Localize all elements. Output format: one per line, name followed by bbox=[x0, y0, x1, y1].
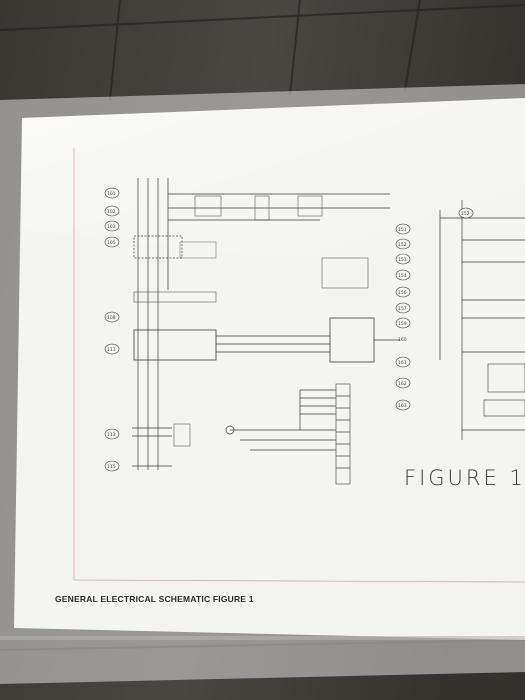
figure-label: FIGURE 1 bbox=[404, 466, 525, 490]
ref-151: 151 bbox=[398, 227, 407, 233]
ref-103: 103 bbox=[107, 224, 116, 230]
middle-ref-labels: 151 152 153 154 156 157 159 160 161 162 … bbox=[398, 211, 470, 409]
schematic-caption: GENERAL ELECTRICAL SCHEMATIC FIGURE 1 bbox=[55, 594, 254, 604]
left-ref-labels: 101 102 103 105 108 111 113 115 bbox=[107, 191, 116, 470]
sleeve-bottom-edge bbox=[0, 636, 525, 640]
schematic-right bbox=[439, 200, 525, 440]
ref-162: 162 bbox=[398, 381, 407, 387]
ref-152: 152 bbox=[398, 242, 407, 248]
middle-ref-bubbles bbox=[395, 207, 474, 411]
ref-157: 157 bbox=[398, 306, 407, 312]
ref-113: 113 bbox=[107, 432, 116, 438]
ref-160: 160 bbox=[398, 337, 407, 343]
ref-111: 111 bbox=[107, 347, 116, 353]
drawing-border bbox=[73, 148, 525, 583]
schematic-left bbox=[132, 178, 400, 485]
ref-163: 163 bbox=[398, 403, 407, 409]
ref-154: 154 bbox=[398, 273, 407, 279]
ref-115: 115 bbox=[107, 464, 116, 470]
ref-156: 156 bbox=[398, 290, 407, 296]
ref-153: 153 bbox=[398, 257, 407, 263]
ref-top-right: 152 bbox=[461, 211, 470, 217]
ref-105: 105 bbox=[107, 240, 116, 246]
ref-102: 102 bbox=[107, 209, 116, 215]
ref-101: 101 bbox=[107, 191, 116, 197]
ref-108: 108 bbox=[107, 315, 116, 321]
ref-159: 159 bbox=[398, 321, 407, 327]
ref-161: 161 bbox=[398, 360, 407, 366]
left-ref-bubbles bbox=[104, 187, 120, 472]
